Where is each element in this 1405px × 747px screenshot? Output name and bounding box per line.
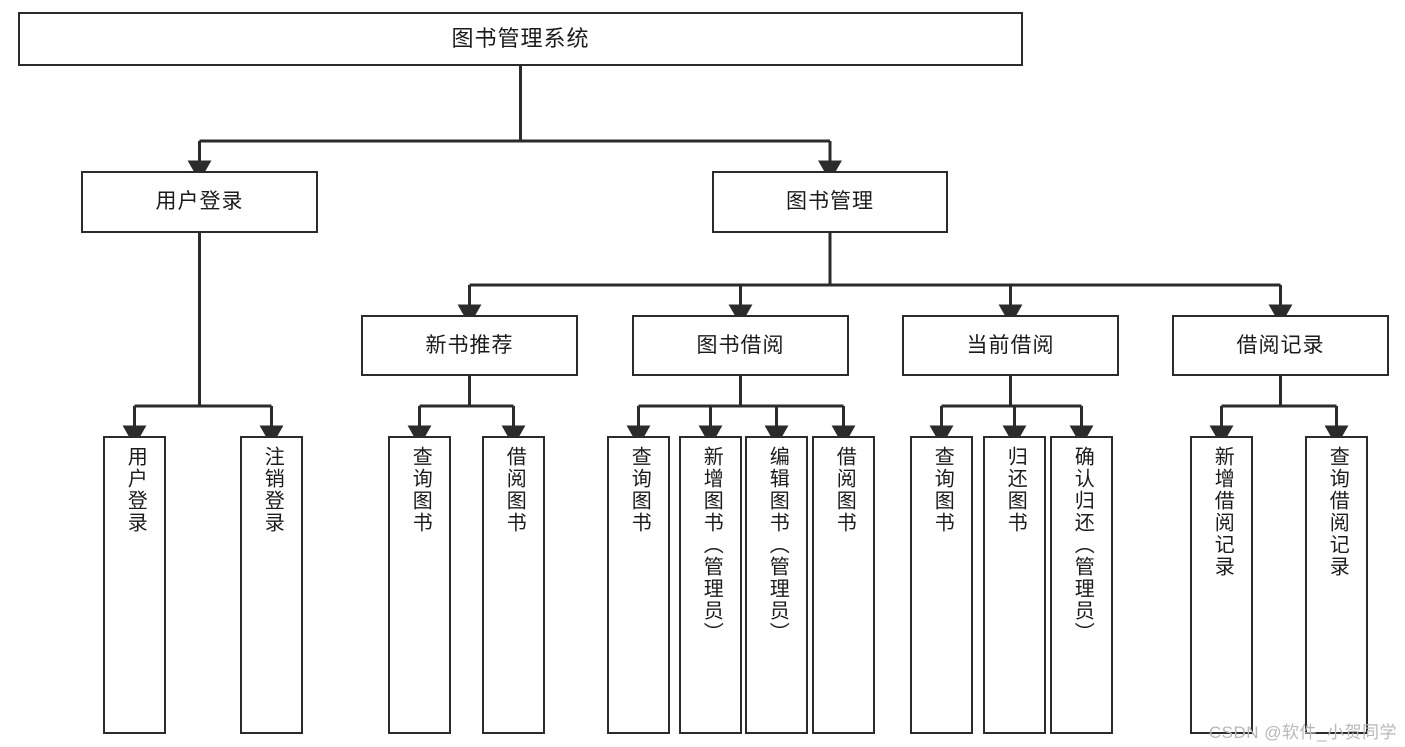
node-current-borrow[interactable]: 当前借阅 [902,315,1119,376]
node-leaf-edit-book[interactable]: 编辑图书（管理员） [745,436,808,734]
node-new-book-recommend-label: 新书推荐 [425,333,514,357]
node-root[interactable]: 图书管理系统 [18,12,1023,66]
node-leaf-query-book-1[interactable]: 查询图书 [388,436,451,734]
node-leaf-query-record[interactable]: 查询借阅记录 [1305,436,1368,734]
node-leaf-return-book-label: 归还图书 [1004,446,1027,534]
node-leaf-user-login[interactable]: 用户登录 [103,436,166,734]
node-leaf-confirm-return-label: 确认归还（管理员） [1071,446,1094,644]
node-leaf-edit-book-label: 编辑图书（管理员） [766,446,789,644]
node-leaf-add-record[interactable]: 新增借阅记录 [1190,436,1253,734]
node-borrow-record[interactable]: 借阅记录 [1172,315,1389,376]
node-book-manage[interactable]: 图书管理 [712,171,948,233]
node-leaf-query-book-3-label: 查询图书 [931,446,954,534]
node-leaf-borrow-book-2-label: 借阅图书 [833,446,856,534]
node-book-borrow[interactable]: 图书借阅 [632,315,849,376]
node-leaf-logout-label: 注销登录 [261,446,284,534]
node-current-borrow-label: 当前借阅 [966,333,1055,357]
node-leaf-return-book[interactable]: 归还图书 [983,436,1046,734]
node-leaf-add-book[interactable]: 新增图书（管理员） [679,436,742,734]
node-leaf-logout[interactable]: 注销登录 [240,436,303,734]
node-leaf-borrow-book-1[interactable]: 借阅图书 [482,436,545,734]
node-leaf-query-book-3[interactable]: 查询图书 [910,436,973,734]
node-leaf-query-book-1-label: 查询图书 [409,446,432,534]
node-book-borrow-label: 图书借阅 [696,333,785,357]
node-leaf-borrow-book-2[interactable]: 借阅图书 [812,436,875,734]
node-user-login-label: 用户登录 [155,190,244,214]
node-user-login[interactable]: 用户登录 [81,171,318,233]
node-borrow-record-label: 借阅记录 [1236,333,1325,357]
node-leaf-confirm-return[interactable]: 确认归还（管理员） [1050,436,1113,734]
node-book-manage-label: 图书管理 [786,190,874,214]
node-leaf-query-record-label: 查询借阅记录 [1326,446,1349,578]
node-leaf-query-book-2[interactable]: 查询图书 [607,436,670,734]
node-new-book-recommend[interactable]: 新书推荐 [361,315,578,376]
node-leaf-borrow-book-1-label: 借阅图书 [503,446,526,534]
node-leaf-query-book-2-label: 查询图书 [628,446,651,534]
node-root-label: 图书管理系统 [451,25,590,51]
node-leaf-user-login-label: 用户登录 [124,446,147,534]
node-leaf-add-book-label: 新增图书（管理员） [700,446,723,644]
node-leaf-add-record-label: 新增借阅记录 [1211,446,1234,578]
